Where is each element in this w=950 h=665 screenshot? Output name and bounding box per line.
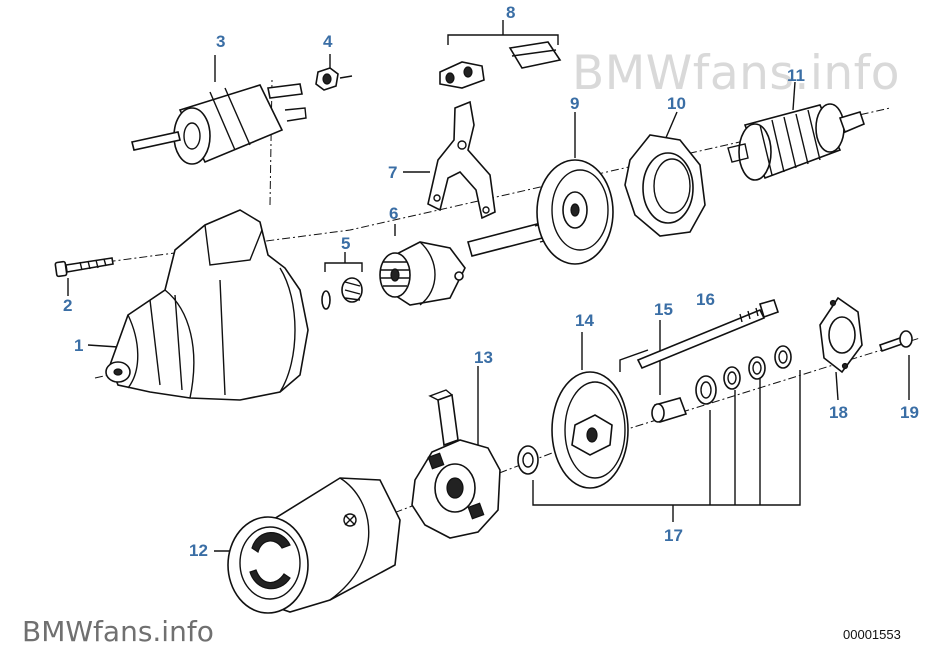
callout-7: 7 bbox=[388, 163, 398, 182]
part-3-solenoid bbox=[131, 83, 307, 165]
callout-8: 8 bbox=[506, 3, 516, 22]
part-5-ring-spring bbox=[321, 277, 363, 310]
callout-14: 14 bbox=[575, 311, 594, 330]
part-2-bolt bbox=[54, 257, 114, 278]
part-8-plugs bbox=[439, 41, 562, 89]
part-16-through-bolt bbox=[636, 299, 780, 370]
callout-4: 4 bbox=[323, 32, 333, 51]
callout-5: 5 bbox=[341, 234, 351, 253]
part-18-cover-plate bbox=[819, 296, 863, 374]
callout-16: 16 bbox=[696, 290, 715, 309]
part-15-bushing bbox=[651, 397, 688, 424]
callout-9: 9 bbox=[570, 94, 580, 113]
callout-1: 1 bbox=[74, 336, 84, 355]
callout-13: 13 bbox=[474, 348, 493, 367]
part-14-end-plate bbox=[517, 371, 629, 489]
callout-2: 2 bbox=[63, 296, 73, 315]
callout-12: 12 bbox=[189, 541, 208, 560]
part-10-retaining-plate bbox=[624, 134, 706, 237]
callout-18: 18 bbox=[829, 403, 848, 422]
reference-code: 00001553 bbox=[843, 627, 901, 642]
part-17-washers bbox=[695, 345, 792, 405]
callout-17: 17 bbox=[664, 526, 683, 545]
callout-19: 19 bbox=[900, 403, 919, 422]
part-7-fork-lever bbox=[427, 100, 496, 220]
part-11-armature bbox=[727, 103, 865, 181]
callout-10: 10 bbox=[667, 94, 686, 113]
callout-6: 6 bbox=[389, 204, 399, 223]
watermark-top: BMWfans.info bbox=[572, 46, 900, 101]
leader-lines bbox=[67, 20, 910, 552]
watermark-bottom: BMWfans.info bbox=[22, 615, 214, 648]
part-19-screw bbox=[878, 330, 913, 353]
part-12-pole-housing bbox=[227, 477, 401, 614]
part-4-nut bbox=[315, 67, 353, 91]
part-9-end-plate bbox=[467, 159, 614, 265]
callout-3: 3 bbox=[216, 32, 226, 51]
callout-15: 15 bbox=[654, 300, 673, 319]
part-1-starter-housing bbox=[105, 209, 309, 401]
callout-11: 11 bbox=[787, 66, 805, 85]
part-6-pinion-drive bbox=[379, 241, 466, 306]
part-13-brush-holder bbox=[411, 389, 501, 539]
